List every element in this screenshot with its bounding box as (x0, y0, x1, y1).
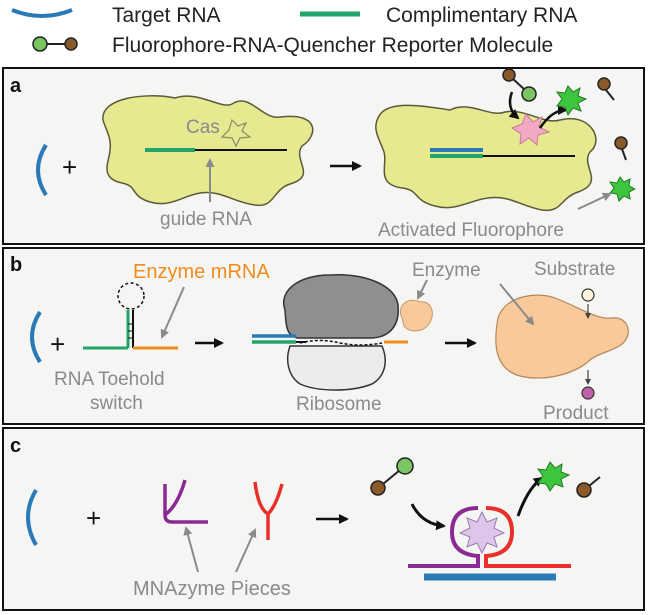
mnazyme-piece-purple (163, 479, 208, 524)
ribosome-small-subunit (287, 345, 386, 391)
mnazyme-pointer-2 (235, 528, 257, 573)
ribosome-large-subunit (282, 274, 399, 339)
substrate-molecule (581, 288, 595, 302)
panel-c-plus-sign: + (86, 503, 101, 533)
legend-reporter-label: Fluorophore-RNA-Quencher Reporter Molecu… (112, 34, 553, 57)
legend-complementary-rna-label: Complimentary RNA (386, 4, 577, 27)
activated-fluorophore-pointer (577, 192, 612, 210)
panel-b-plus-sign: + (50, 329, 65, 359)
enzyme-pointer (417, 279, 428, 300)
legend: Target RNA Complimentary RNA Fluorophore… (11, 4, 577, 57)
panel-a-letter: a (10, 75, 22, 97)
panel-a-plus-sign: + (62, 152, 77, 182)
mnazyme-assembled-red (484, 506, 571, 568)
guide-rna-label: guide RNA (160, 209, 252, 230)
enzyme-mrna-pointer (160, 286, 185, 339)
target-rna-legend-icon (11, 8, 73, 18)
activated-fluorophore-label: Activated Fluorophore (378, 220, 564, 241)
product-molecule (581, 386, 595, 400)
quencher-released-c (576, 476, 601, 498)
cas-label: Cas (186, 117, 220, 138)
ribosome (282, 274, 399, 391)
ribosome-label: Ribosome (296, 394, 382, 415)
toehold-label-line2: switch (90, 393, 143, 414)
enzyme-mrna-label: Enzyme mRNA (133, 261, 270, 283)
panel-c-letter: c (10, 435, 21, 457)
mnazyme-assembled-purple (408, 506, 480, 568)
toehold-label-line1: RNA Toehold (54, 369, 165, 390)
translated-mrna-dotted (299, 339, 383, 346)
target-rna-strand-b (30, 310, 42, 364)
reporter-exit-arrow (538, 105, 568, 129)
panel-b: b + Enzyme mRNA RNA Toehold switch Ribo (2, 247, 645, 425)
panel-c: c + MNAzyme Pieces (2, 427, 645, 611)
cas-active-site-star (220, 118, 252, 148)
cleavage-site-star (510, 113, 551, 147)
enzyme-label: Enzyme (412, 260, 481, 281)
mnazyme-pointer-1 (183, 526, 199, 573)
enzyme-name-pointer (499, 283, 535, 326)
mnazyme-piece-red (253, 481, 284, 540)
fluorophore-star-released-1 (555, 85, 588, 117)
target-rna-strand-c (26, 488, 38, 546)
reporter-legend-icon (32, 36, 78, 52)
product-label: Product (543, 403, 609, 424)
mnazyme-catalytic-star (458, 510, 506, 555)
reporter-entry-arrow (508, 91, 520, 120)
quencher-released-2 (614, 136, 628, 161)
fluorophore-star-released-2 (608, 176, 637, 202)
reporter-molecule-incoming (502, 68, 537, 102)
reporter-entry-arrow-c (410, 503, 446, 531)
legend-target-rna-label: Target RNA (112, 4, 221, 27)
fluorophore-star-released-c (536, 461, 571, 492)
reporter-molecule-incoming-c (370, 457, 414, 496)
panel-b-letter: b (10, 254, 22, 276)
substrate-label: Substrate (534, 259, 615, 280)
nascent-enzyme (400, 299, 433, 332)
toehold-switch (83, 282, 178, 350)
mnazyme-label: MNAzyme Pieces (133, 578, 291, 600)
quencher-released-1 (597, 77, 615, 101)
panel-a: a + Cas guide RNA (2, 67, 645, 245)
target-rna-strand (36, 143, 48, 197)
